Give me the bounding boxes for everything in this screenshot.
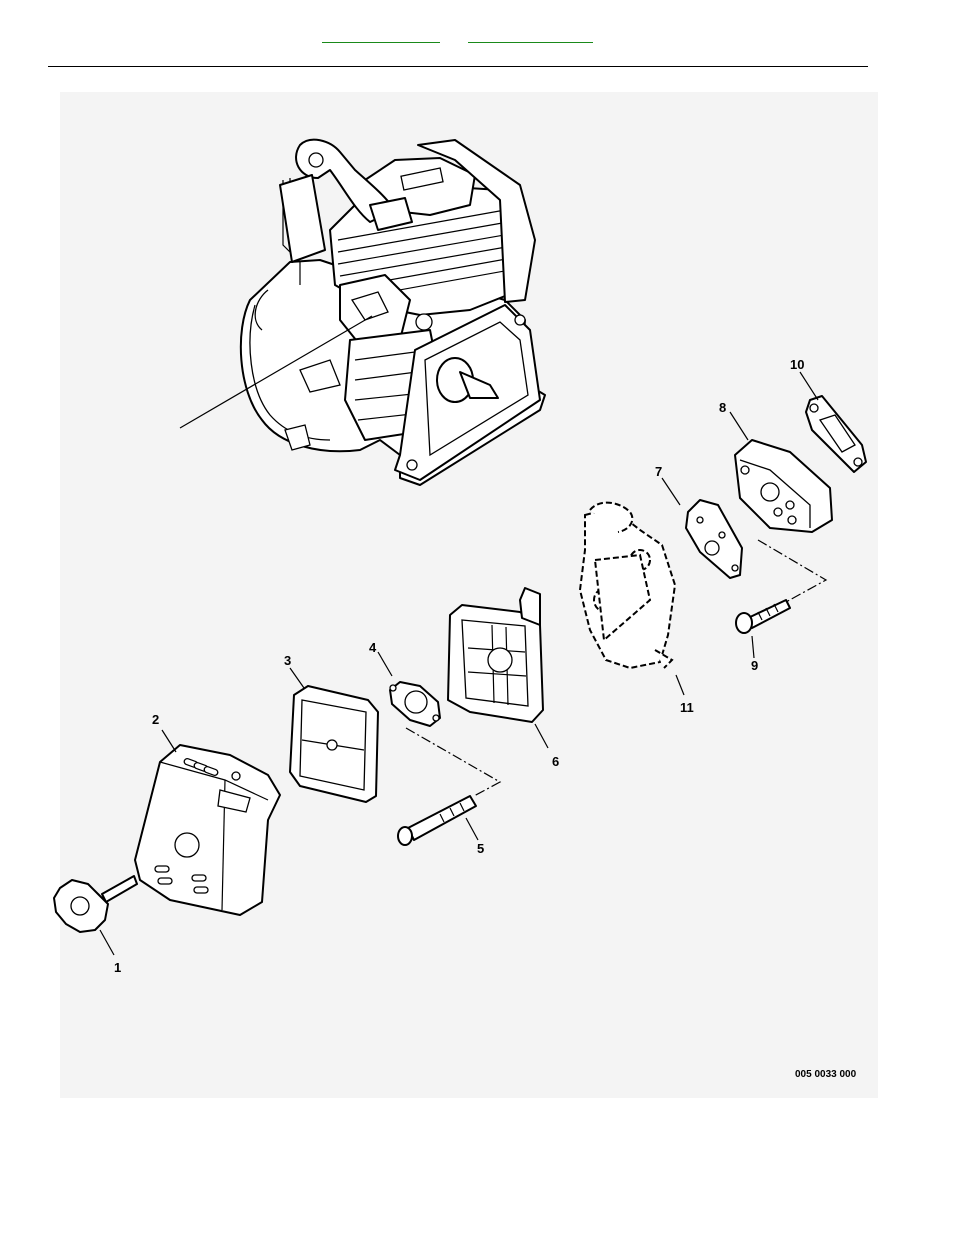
callout-1: 1 (114, 960, 121, 975)
part-3-filter-element (290, 686, 378, 802)
part-9-bolt (736, 600, 790, 633)
callout-6: 6 (552, 754, 559, 769)
part-6-filter-base (448, 588, 543, 722)
part-10-gasket (806, 396, 866, 472)
part-1-knob (54, 876, 137, 932)
callout-9: 9 (751, 658, 758, 673)
callout-11: 11 (680, 700, 694, 715)
part-2-air-cleaner-cover (135, 745, 280, 915)
callout-2: 2 (152, 712, 159, 727)
callout-7: 7 (655, 464, 662, 479)
part-4-cover-plate (390, 682, 440, 726)
part-7-gasket (686, 500, 742, 578)
part-11-carburetor (580, 503, 675, 668)
callout-4: 4 (369, 640, 377, 655)
engine-assembly-illustration (241, 140, 545, 485)
callout-10: 10 (790, 357, 804, 372)
callout-3: 3 (284, 653, 291, 668)
part-8-insulator (735, 440, 832, 532)
part-5-bolt (398, 796, 476, 845)
drawing-code: 005 0033 000 (795, 1069, 857, 1080)
callout-8: 8 (719, 400, 726, 415)
callout-5: 5 (477, 841, 484, 856)
